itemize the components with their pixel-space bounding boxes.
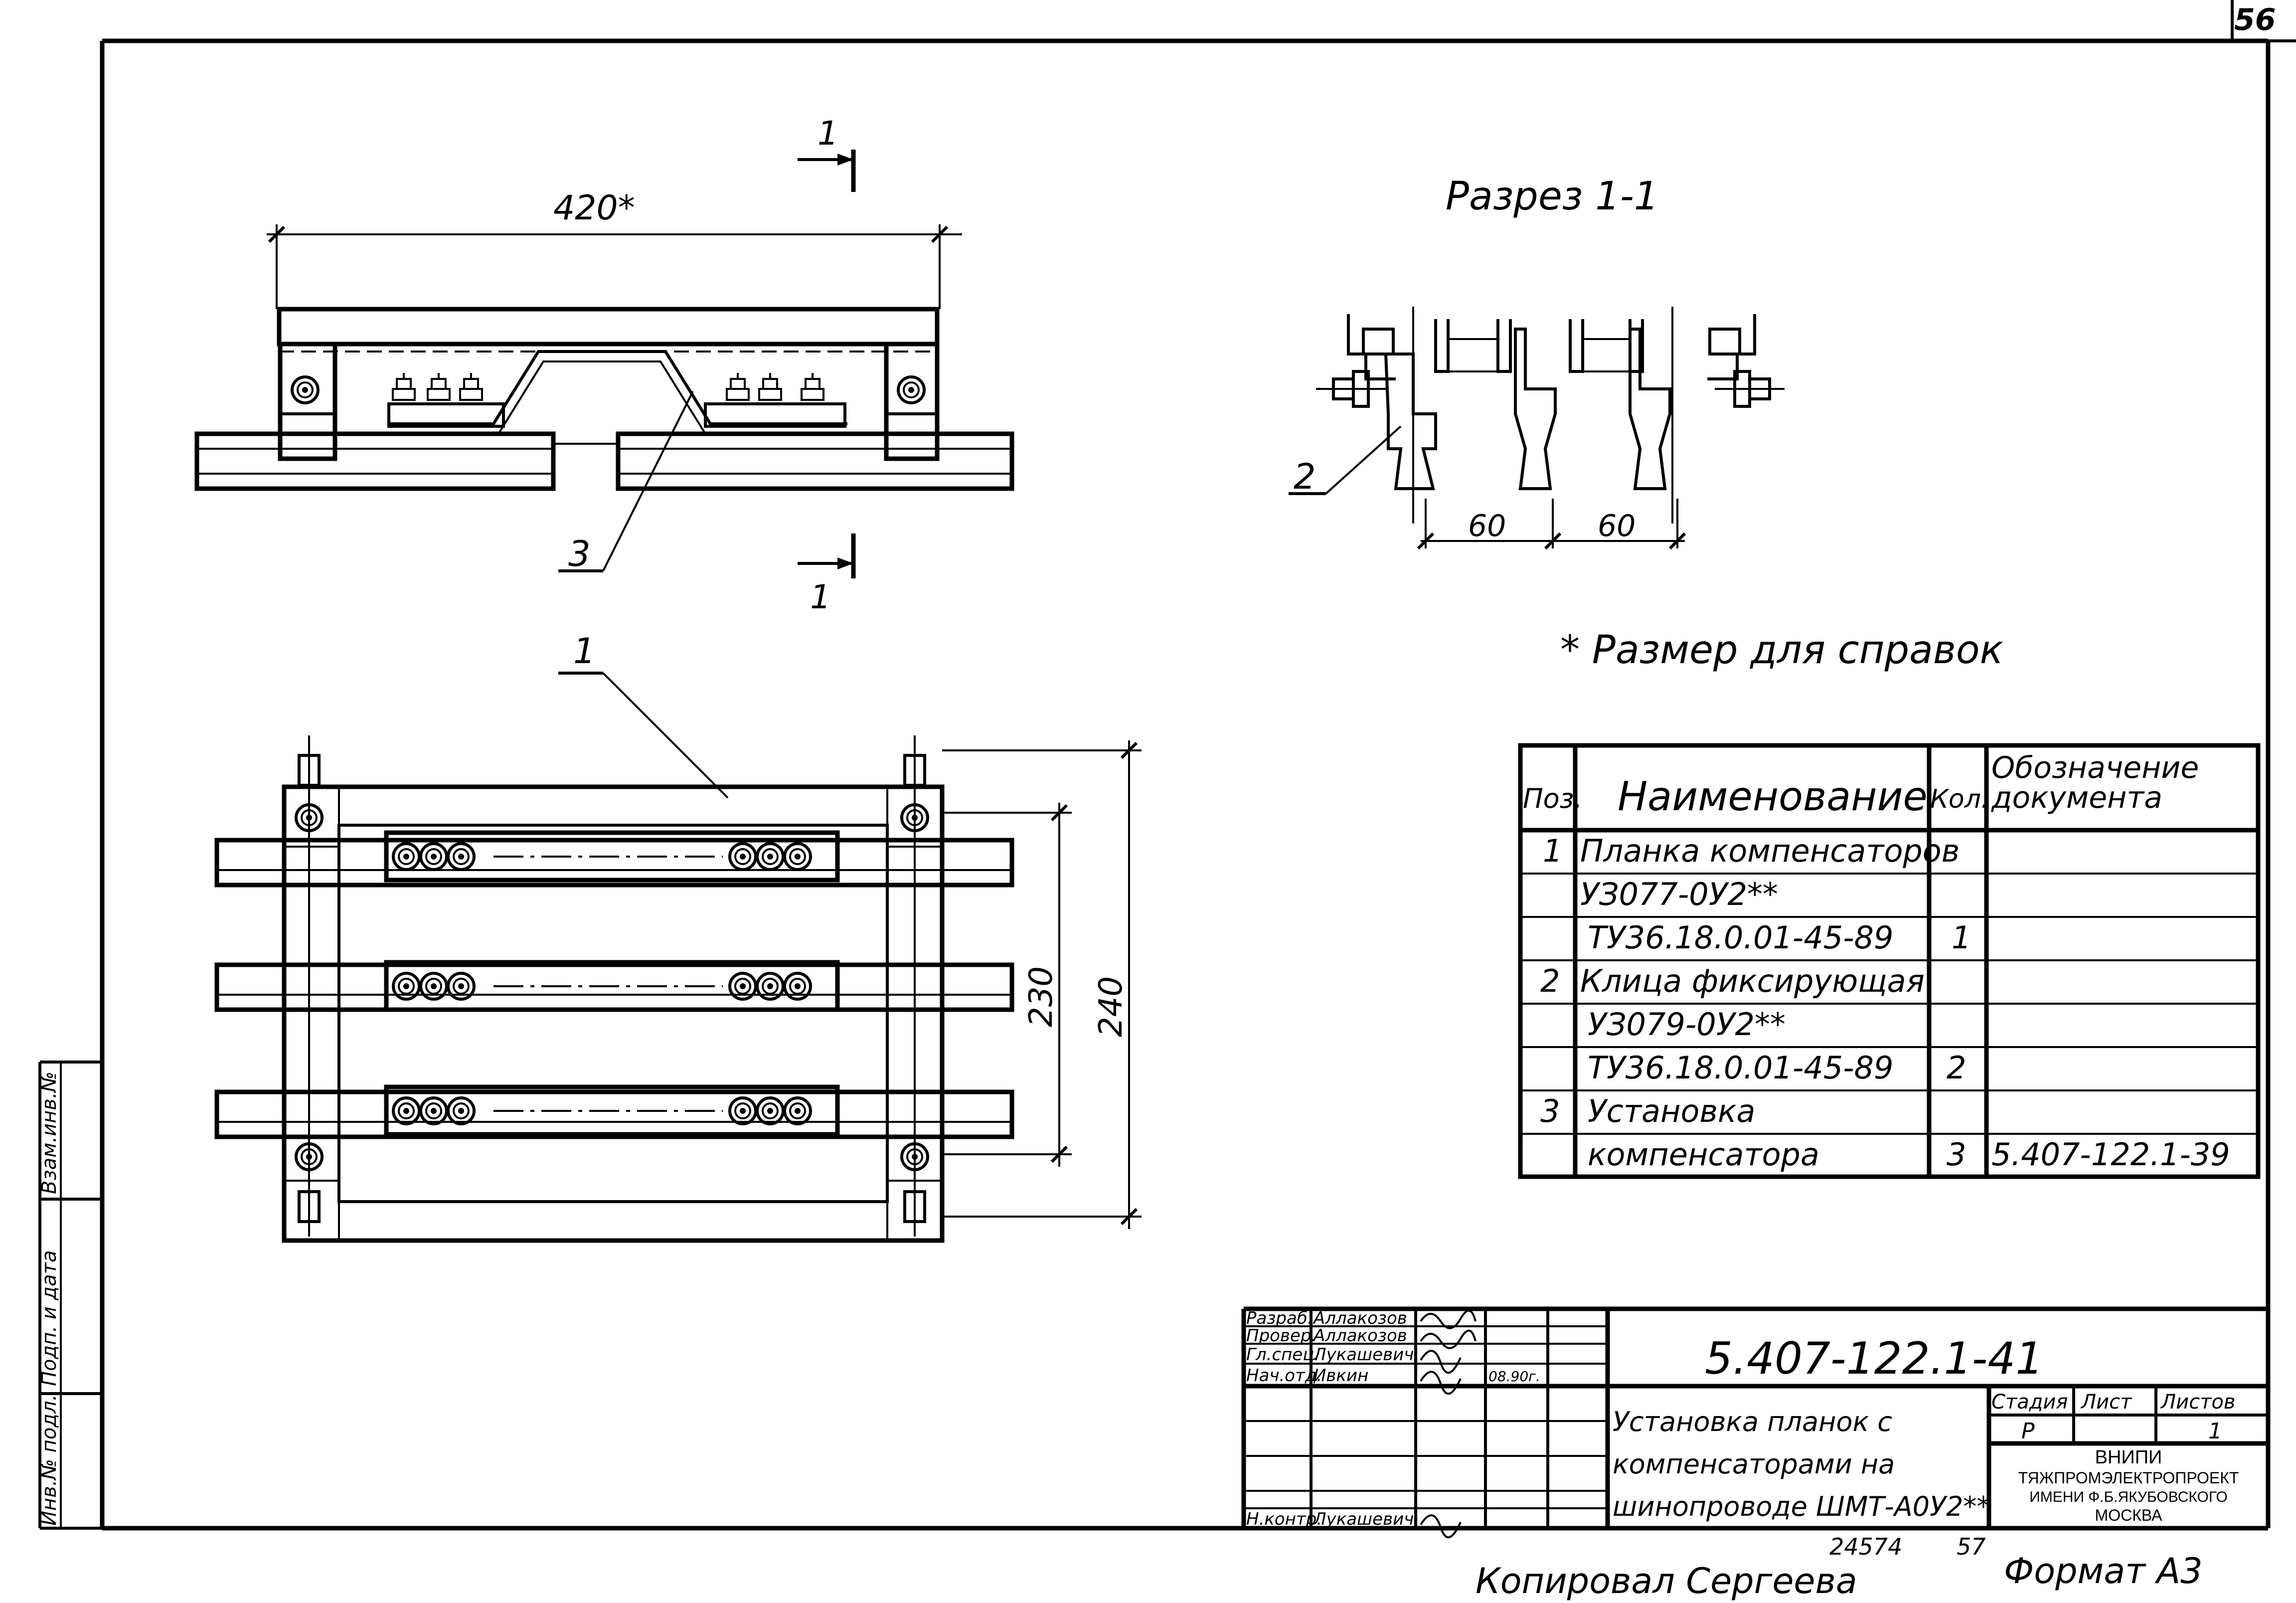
archive-suffix: 57 (1957, 1533, 1986, 1560)
spec-row-6-qty: 2 (1947, 1050, 1966, 1086)
spec-row-1-name: Планка компенсаторов (1580, 833, 1960, 869)
tb-name-glspec: Лукашевич (1312, 1345, 1414, 1365)
top-elevation-view (194, 150, 1014, 578)
tb-name-nachotd: Ивкин (1313, 1366, 1368, 1386)
tb-title-line-1: Установка планок с (1613, 1406, 1892, 1437)
dim-60-left: 60 (1468, 509, 1506, 543)
tb-stage-value: Р (2021, 1419, 2035, 1444)
inv-podl-label: Инв.№ подл. (38, 1395, 61, 1526)
tb-name-prover: Аллакозов (1312, 1326, 1407, 1346)
spec-row-8-qty: 3 (1947, 1136, 1966, 1173)
spec-table-rows: 1 Планка компенсаторов УЗ077-0У2** ТУ36.… (1540, 833, 2230, 1173)
signature-prover (1420, 1329, 1476, 1349)
tb-role-prover: Провер. (1246, 1326, 1316, 1346)
tb-org-line-1: ВНИПИ (2095, 1447, 2162, 1468)
spec-header-qty: Кол. (1930, 784, 1989, 814)
spec-row-8-doc: 5.407-122.1-39 (1991, 1136, 2230, 1173)
dim-length-420: 420* (553, 188, 635, 228)
reference-note: * Размер для справок (1560, 628, 2003, 673)
tb-sheet-label: Лист (2080, 1391, 2132, 1414)
tb-org-line-3: ИМЕНИ Ф.Б.ЯКУБОВСКОГО (2029, 1489, 2228, 1505)
tb-sheets-value: 1 (2208, 1419, 2222, 1444)
tb-title-line-2: компенсаторами на (1613, 1448, 1895, 1480)
dim-240: 240 (1093, 976, 1130, 1037)
callout-1: 1 (573, 631, 596, 672)
plank-row-1 (384, 830, 840, 883)
dim-60-right: 60 (1598, 509, 1636, 543)
spec-row-3-qty: 1 (1952, 919, 1971, 956)
spec-row-4-pos: 2 (1540, 963, 1560, 999)
copied-by-note: Копировал Сергеева (1476, 1561, 1857, 1602)
spec-row-2-name: УЗ077-0У2** (1580, 876, 1778, 912)
title-block-grid (1241, 1306, 2268, 1528)
tb-role-glspec: Гл.спец. (1246, 1345, 1319, 1365)
tb-name-nkontr: Лукашевич (1312, 1509, 1414, 1529)
plank-row-2 (384, 960, 840, 1012)
spec-row-7-name: Установка (1588, 1093, 1755, 1129)
tb-title-line-3: шинопроводе ШМТ-А0У2** (1613, 1491, 1990, 1522)
signature-nkontr (1420, 1514, 1462, 1538)
spec-header-name: Наименование (1618, 773, 1928, 820)
sheet-frame (100, 0, 2296, 1531)
dim-230: 230 (1023, 966, 1060, 1027)
signature-glspec (1420, 1350, 1462, 1374)
tb-org-line-2: ТЯЖПРОМЭЛЕКТРОПРОЕКТ (2018, 1469, 2239, 1487)
section-mark-bottom: 1 (810, 578, 831, 616)
vzam-inv-label: Взам.инв.№ (38, 1071, 61, 1194)
section-title: Разрез 1-1 (1446, 174, 1658, 219)
spec-table-grid (1518, 743, 2261, 1179)
spec-row-7-pos: 3 (1540, 1093, 1560, 1129)
spec-row-3-name: ТУ36.18.0.01-45-89 (1588, 919, 1893, 956)
tb-role-nkontr: Н.контр. (1246, 1509, 1322, 1529)
tb-org-line-4: МОСКВА (2095, 1506, 2163, 1524)
section-mark-top: 1 (818, 114, 838, 153)
doc-number: 5.407-122.1-41 (1705, 1333, 2043, 1384)
callout-2: 2 (1294, 456, 1316, 497)
spec-header-pos: Поз. (1523, 783, 1583, 814)
tb-date: 08.90г. (1488, 1368, 1540, 1385)
plan-view (214, 672, 1142, 1243)
signature-nachotd (1420, 1371, 1462, 1395)
spec-row-5-name: УЗ079-0У2** (1588, 1006, 1786, 1043)
tb-sheets-label: Листов (2160, 1391, 2235, 1414)
archive-number: 24574 (1829, 1533, 1902, 1560)
tb-role-razrab: Разраб. (1246, 1308, 1313, 1328)
spec-row-8-name: компенсатора (1588, 1136, 1819, 1173)
spec-row-6-name: ТУ36.18.0.01-45-89 (1588, 1050, 1893, 1086)
format-note: Формат А3 (2004, 1551, 2203, 1592)
signature-razrab (1420, 1309, 1476, 1329)
plank-row-3 (384, 1084, 840, 1137)
sheet-corner-number: 56 (2234, 2, 2276, 37)
spec-row-4-name: Клица фиксирующая (1580, 963, 1925, 999)
tb-name-razrab: Аллакозов (1312, 1308, 1407, 1328)
left-binding-strip (38, 1061, 102, 1530)
spec-row-1-pos: 1 (1543, 833, 1562, 869)
tb-stage-label: Стадия (1991, 1391, 2068, 1414)
podp-data-label: Подп. и дата (38, 1250, 61, 1386)
section-1-1-view (1289, 307, 1785, 550)
tb-role-nachotd: Нач.отд. (1246, 1366, 1322, 1386)
callout-3: 3 (568, 534, 591, 574)
